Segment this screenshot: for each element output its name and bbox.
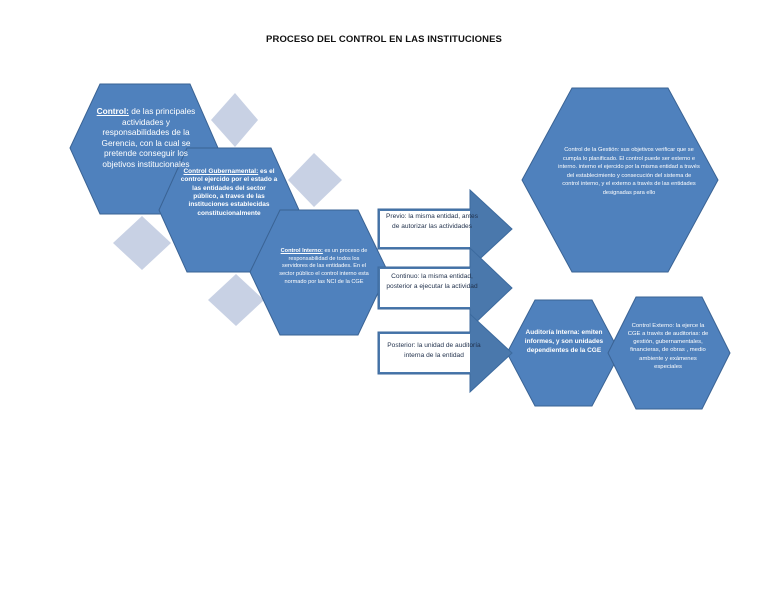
- decor-hexagon-2: [288, 153, 342, 207]
- interno-body: es un proceso de responsabilidad de todo…: [279, 248, 369, 285]
- externo-text: Control Externo: la ejerce la CGE a trav…: [626, 322, 710, 398]
- gestion-text: Control de la Gestión: sus objetivos ver…: [558, 146, 700, 226]
- gestion-body: Control de la Gestión: sus objetivos ver…: [558, 147, 700, 196]
- arrow-previo-text: Previo: la misma entidad, antes de autor…: [386, 213, 478, 230]
- decor-hexagon-4: [208, 274, 264, 326]
- control-title: Control:: [96, 106, 129, 116]
- gubernamental-body: es el control ejercido por el estado a l…: [180, 168, 278, 217]
- hexagon-control-gestion: [521, 87, 719, 273]
- arrow-label-box: [380, 334, 470, 372]
- arrow-posterior-text: Posterior: la unidad de auditoría intern…: [387, 342, 481, 359]
- arrow-label-box: [380, 211, 470, 247]
- auditoria-body: Auditoría Interna: emiten informes, y so…: [524, 329, 604, 355]
- gubernamental-title: Control Gubernamental:: [183, 168, 259, 175]
- decor-hexagon-3: [113, 216, 171, 270]
- interno-text: Control Interno: es un proceso de respon…: [276, 248, 372, 320]
- interno-title: Control Interno:: [280, 248, 323, 254]
- hexagon-control-externo: [607, 296, 731, 410]
- externo-body: Control Externo: la ejerce la CGE a trav…: [627, 323, 709, 370]
- page-title: PROCESO DEL CONTROL EN LAS INSTITUCIONES: [266, 34, 502, 45]
- arrow-continuo-text: Continuo: la misma entidad, posterior a …: [386, 273, 478, 290]
- auditoria-text: Auditoría Interna: emiten informes, y so…: [521, 328, 607, 384]
- control-text: Control: de las principales actividades …: [92, 106, 200, 206]
- gubernamental-text: Control Gubernamental: es el control eje…: [179, 168, 279, 252]
- control-body: de las principales actividades y respons…: [101, 106, 196, 170]
- decor-hexagon-1: [211, 93, 258, 147]
- arrow-label-box: [380, 269, 470, 307]
